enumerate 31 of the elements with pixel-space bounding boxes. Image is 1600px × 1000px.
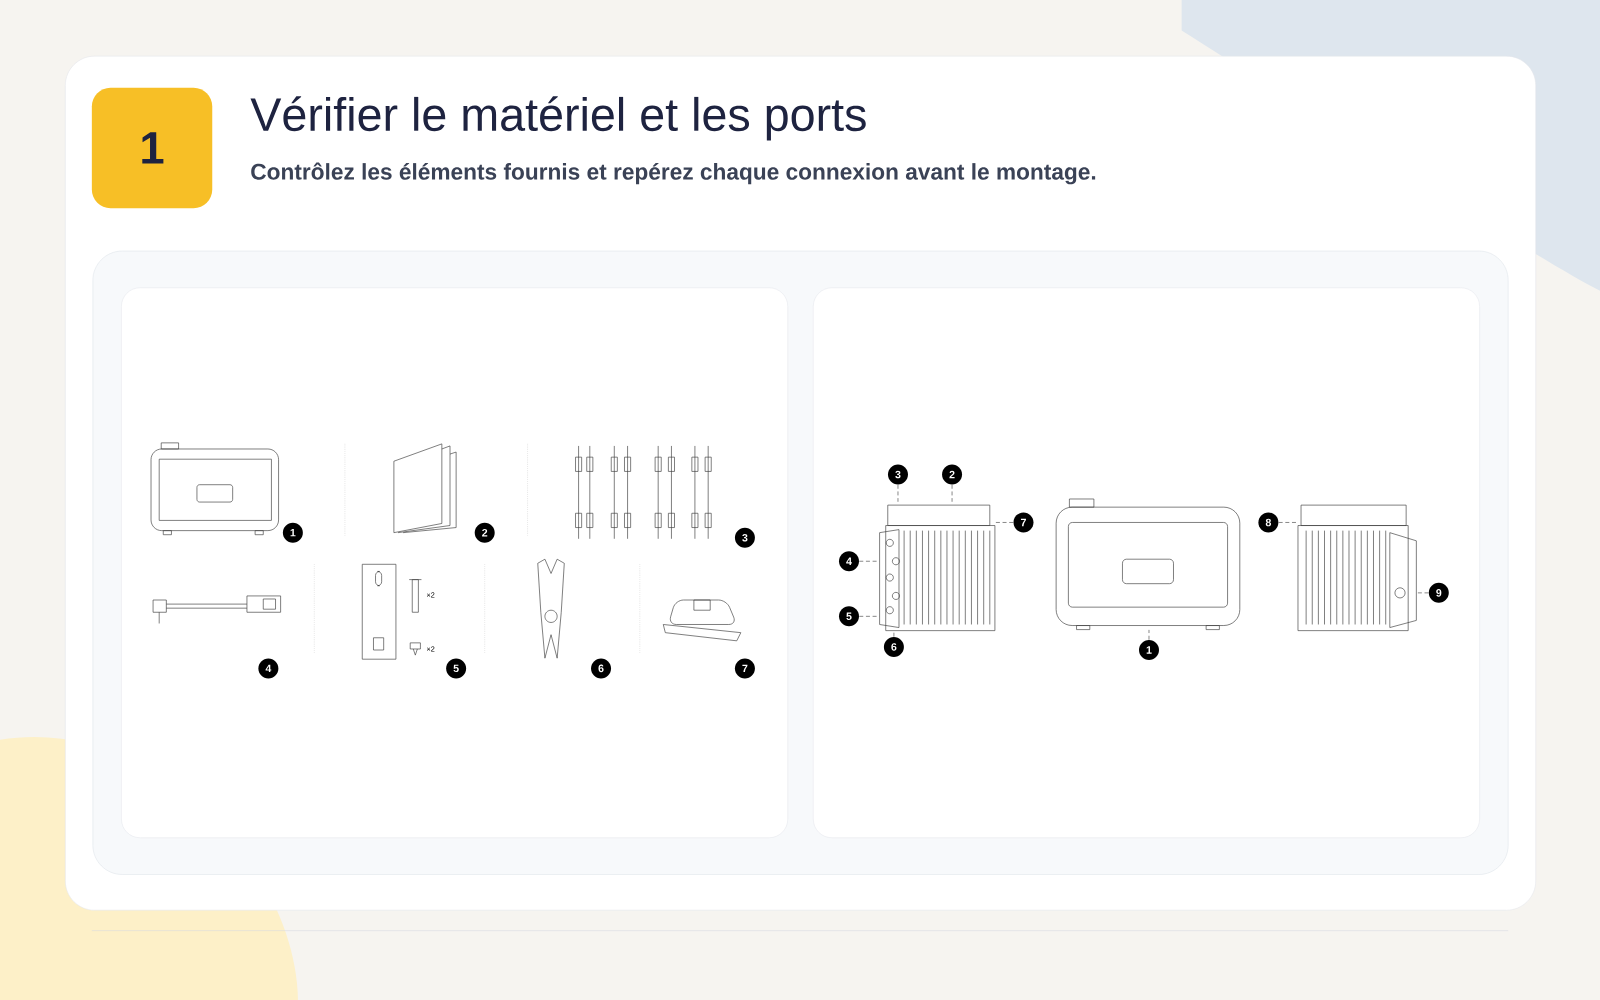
step-badge: 1 <box>91 87 213 209</box>
callout-number: 7 <box>1013 512 1034 533</box>
callout-number: 4 <box>839 551 859 572</box>
leader-line <box>1416 592 1429 594</box>
callout-number: 8 <box>1258 512 1279 533</box>
callout-number: 7 <box>734 658 755 679</box>
side-view-drawing <box>879 504 996 631</box>
side-view-drawing <box>1297 504 1417 631</box>
leader-line <box>858 560 880 562</box>
callout-number: 5 <box>839 606 859 627</box>
callout-number: 1 <box>1139 640 1159 660</box>
callout-number: 6 <box>883 636 904 657</box>
callout-number: 2 <box>942 464 963 485</box>
subtitle: Contrôlez les éléments fournis et repérez chaque connexion avant le montage. <box>251 162 1096 185</box>
leader-line <box>1278 522 1299 523</box>
leader-line <box>951 484 953 503</box>
callout-number: 4 <box>258 658 279 679</box>
callout-number: 9 <box>1428 582 1449 603</box>
leader-line <box>858 616 880 617</box>
title: Vérifier le matériel et les ports <box>250 96 866 141</box>
front-view-drawing <box>1055 498 1241 630</box>
callout-number: 3 <box>734 527 755 548</box>
leader-line <box>893 630 895 637</box>
callout-number: 6 <box>591 658 612 679</box>
callout-number: 5 <box>446 658 467 679</box>
leader-line <box>1148 629 1150 641</box>
leader-line <box>897 484 899 503</box>
leader-line <box>994 522 1014 523</box>
callout-number: 1 <box>282 522 303 543</box>
callout-number: 3 <box>887 464 908 485</box>
callout-number: 2 <box>474 522 495 543</box>
